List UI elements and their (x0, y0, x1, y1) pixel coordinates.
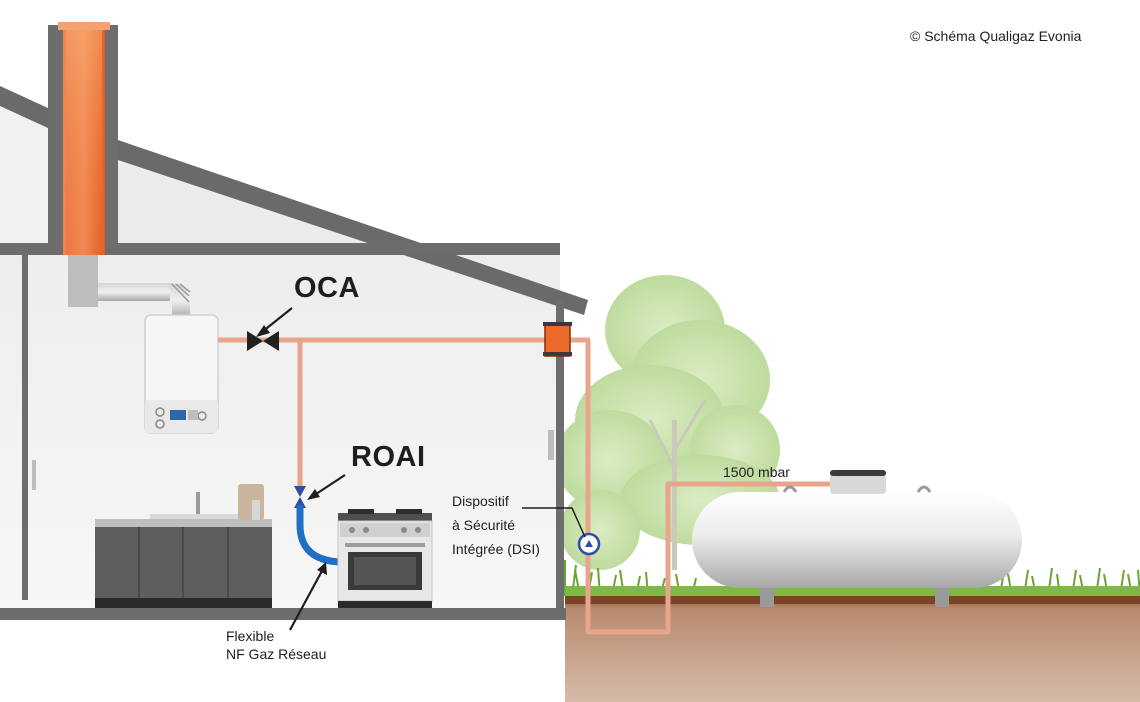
flexible-label-line2: NF Gaz Réseau (226, 646, 327, 662)
kitchen-cabinets-icon (95, 484, 272, 608)
callout-arrows (256, 307, 586, 631)
ground-soil (565, 594, 1140, 702)
oven-icon (337, 509, 433, 608)
flexible-label-line1: Flexible (226, 628, 275, 644)
dsi-meter-icon (577, 532, 601, 556)
dsi-label-line2: à Sécurité (452, 517, 516, 533)
boiler-flue-duct (98, 283, 191, 318)
roai-valve-icon (294, 486, 306, 508)
gas-tank-icon (692, 470, 1022, 607)
pressure-label: 1500 mbar (723, 464, 790, 480)
dsi-label-line3: Intégrée (DSI) (452, 541, 540, 557)
wall-sleeve-icon (543, 322, 572, 357)
dsi-label-line1: Dispositif (452, 493, 509, 509)
house (0, 86, 588, 620)
roai-label: ROAI (351, 441, 426, 473)
flexible-hose (296, 504, 344, 566)
oca-valve-icon (247, 331, 279, 351)
boiler-icon (144, 314, 219, 434)
oca-label: OCA (294, 272, 360, 304)
chimney-icon (48, 22, 118, 307)
grass (564, 560, 1140, 597)
copyright-text: © Schéma Qualigaz Evonia (910, 28, 1082, 44)
